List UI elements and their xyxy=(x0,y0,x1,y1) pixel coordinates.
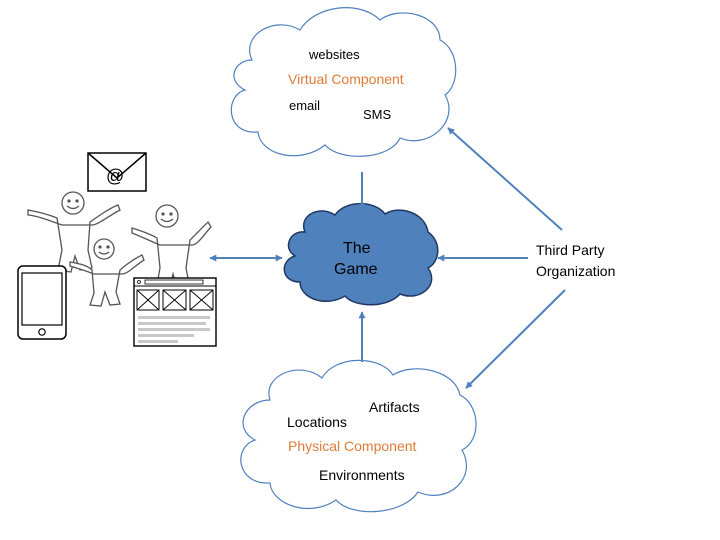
virtual-component-title: Virtual Component xyxy=(288,71,404,87)
virtual-component-cloud xyxy=(230,7,457,157)
website-wireframe-icon xyxy=(133,277,217,347)
physical-component-title: Physical Component xyxy=(288,438,417,454)
arrow-third-party-to-virtual xyxy=(447,127,563,231)
virtual-item-email: email xyxy=(289,98,321,113)
physical-item-environments: Environments xyxy=(319,467,405,483)
game-title-line2: Game xyxy=(334,261,378,278)
game-title-line1: The xyxy=(343,240,371,257)
person-icon xyxy=(131,204,212,293)
physical-item-artifacts: Artifacts xyxy=(369,399,420,415)
person-icon xyxy=(27,191,121,273)
email-at-symbol: @ xyxy=(106,166,125,186)
physical-item-locations: Locations xyxy=(287,414,347,430)
third-party-line1: Third Party xyxy=(536,242,605,258)
person-icon xyxy=(69,238,145,307)
physical-component-cloud xyxy=(240,359,477,513)
virtual-item-websites: websites xyxy=(309,47,360,62)
third-party-line2: Organization xyxy=(536,263,616,279)
envelope-icon xyxy=(87,152,147,192)
virtual-item-sms: SMS xyxy=(363,107,392,122)
arrow-third-party-to-physical xyxy=(465,289,566,389)
smartphone-icon xyxy=(17,265,67,340)
